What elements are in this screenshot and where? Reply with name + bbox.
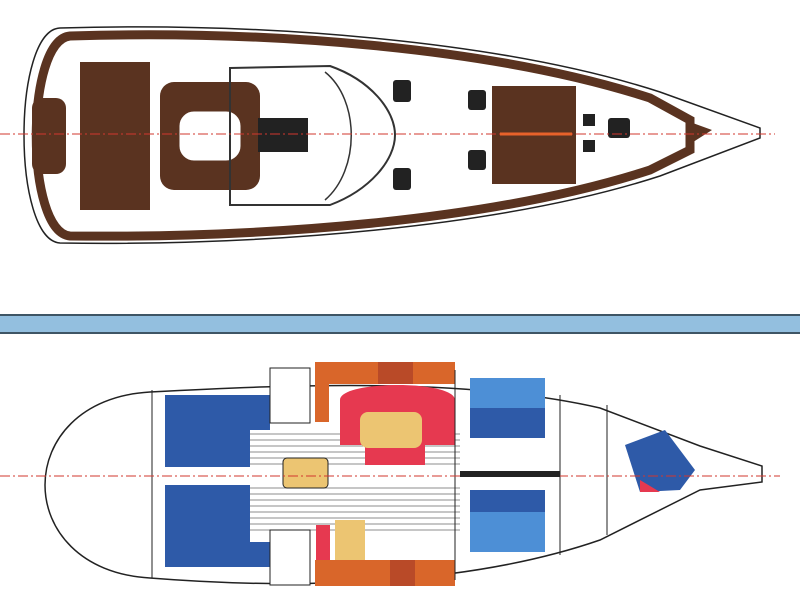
forward-berth-port-dark <box>470 408 545 438</box>
interior-layout <box>0 362 780 586</box>
cockpit-table <box>176 108 244 164</box>
nav-cabinets-bottom <box>315 560 455 586</box>
forward-berth-stbd-light <box>470 512 545 552</box>
hatch <box>468 150 486 170</box>
saloon-table <box>360 412 422 448</box>
hatch <box>468 90 486 110</box>
hatch <box>393 80 411 102</box>
forward-berth-stbd-dark <box>470 490 545 512</box>
cockpit-teak <box>80 62 150 210</box>
mast-passage <box>460 471 560 477</box>
companionway-steps <box>282 457 329 489</box>
galley-cabinet-dark <box>378 362 413 384</box>
seat-red <box>316 525 330 560</box>
cabinet-side <box>315 362 329 422</box>
hatch <box>583 114 595 126</box>
hatch <box>393 168 411 190</box>
teak-side-deck <box>31 30 695 241</box>
deck-plan <box>0 26 775 245</box>
companionway <box>258 118 308 152</box>
section-divider <box>0 314 800 334</box>
stern-seat <box>32 98 66 174</box>
head-aft-port <box>269 367 311 424</box>
head-aft-starboard <box>269 529 311 586</box>
hatch <box>608 118 630 138</box>
nav-desk <box>335 520 365 560</box>
windshield <box>324 71 352 201</box>
vee-berth <box>625 430 695 492</box>
hatch <box>583 140 595 152</box>
nav-cabinet-dark <box>390 560 415 586</box>
bow-locker <box>690 122 712 144</box>
forward-berth-port-light <box>470 378 545 408</box>
coachroof <box>229 64 397 206</box>
vee-berth-red <box>640 480 660 492</box>
